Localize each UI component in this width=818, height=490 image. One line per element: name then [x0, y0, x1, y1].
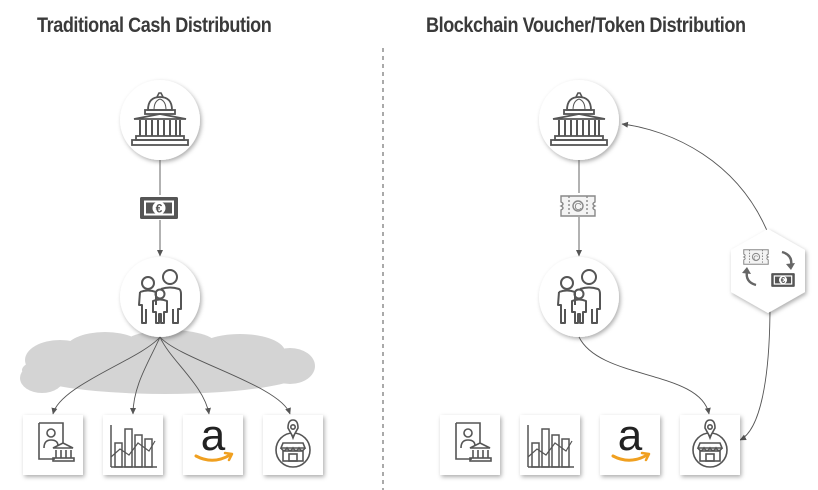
right-title: Blockchain Voucher/Token Distribution — [426, 14, 746, 37]
voucher-cash-exchange-icon: C € — [731, 229, 805, 313]
left-distribution-arrows — [51, 336, 291, 415]
left-recipients-node — [120, 257, 200, 337]
euro-symbol: € — [156, 202, 163, 216]
left-title: Traditional Cash Distribution — [37, 14, 272, 37]
redemption-to-government-arrow — [621, 121, 771, 239]
euro-banknote-icon: € — [140, 197, 178, 219]
right-government-node — [539, 80, 619, 160]
voucher-ticket-icon: C — [560, 195, 596, 217]
cloud-intermediaries — [20, 330, 315, 394]
exchange-to-shop-arrow — [739, 304, 771, 441]
left-endpoint-tiles — [23, 415, 323, 475]
exchange-voucher-symbol: C — [753, 254, 759, 263]
exchange-euro-symbol: € — [781, 276, 786, 285]
left-government-node — [120, 80, 200, 160]
voucher-symbol: C — [574, 202, 581, 213]
right-family-to-shop-arrow — [578, 336, 711, 415]
right-recipients-node — [539, 257, 619, 337]
